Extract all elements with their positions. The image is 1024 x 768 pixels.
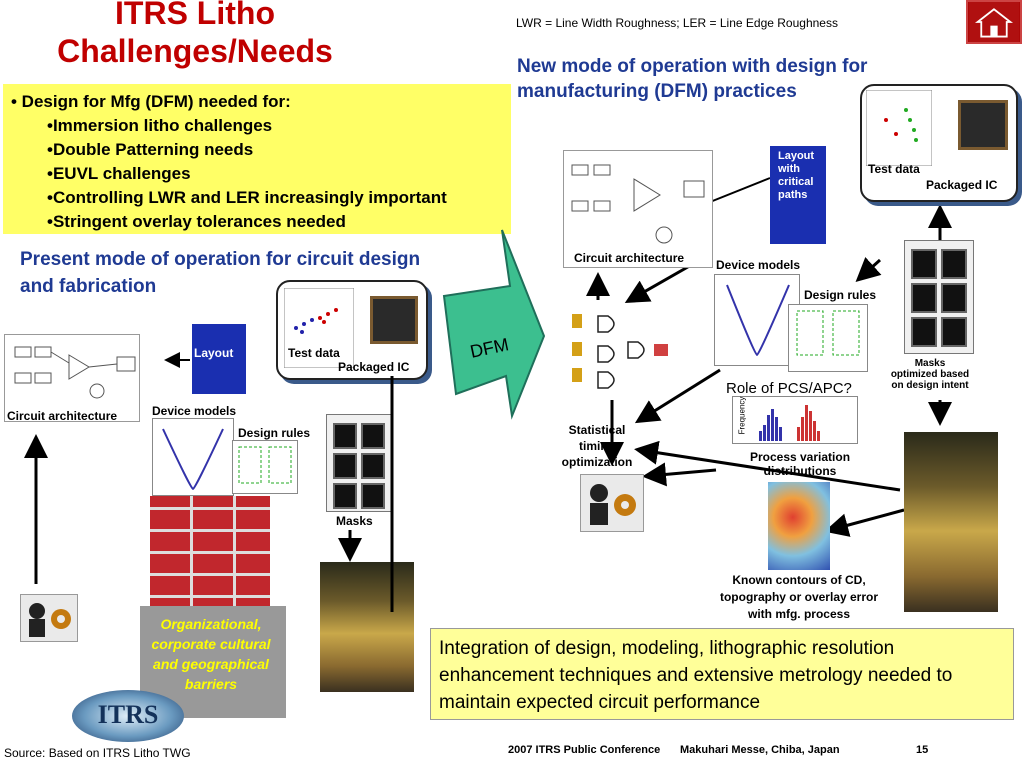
- role-pcs-label: Role of PCS/APC?: [726, 380, 852, 397]
- circuit-architecture-diagram-left: Circuit architecture: [4, 334, 140, 423]
- footer-venue: Makuhari Messe, Chiba, Japan: [680, 744, 840, 756]
- page-title: ITRS Litho Challenges/Needs: [30, 0, 360, 70]
- dfm-need-item: •EUVL challenges: [47, 164, 191, 183]
- iv-curve: [162, 428, 224, 491]
- test-data-panel-right: Test data Packaged IC: [860, 84, 1018, 202]
- process-variation-label: Process variation distributions: [749, 450, 851, 478]
- test-data-scatter-right: [866, 90, 932, 166]
- histogram-image: [759, 405, 820, 441]
- test-data-panel-left: Test data Packaged IC: [276, 280, 428, 380]
- fab-photo-right: [904, 432, 998, 612]
- circuit-architecture-diagram-right: Circuit architecture: [563, 150, 713, 268]
- new-mode-heading: New mode of operation with design for ma…: [517, 56, 868, 102]
- home-button[interactable]: [966, 0, 1022, 44]
- masks-image-right: [904, 240, 974, 354]
- brick-wall: [150, 496, 270, 620]
- test-data-scatter: [284, 288, 354, 368]
- definitions-text: LWR = Line Width Roughness; LER = Line E…: [516, 16, 838, 30]
- design-rules-diagram-left: [232, 440, 298, 494]
- gear-engineer-image-right: [590, 484, 636, 525]
- device-models-plot-left: [152, 418, 234, 496]
- layout-critical-paths-image: Layout with critical paths: [770, 146, 826, 244]
- dfm-need-item: •Controlling LWR and LER increasingly im…: [47, 188, 447, 207]
- device-models-label-left: Device models: [152, 404, 237, 418]
- home-icon: [968, 2, 1020, 42]
- circuit-architecture-label-right: Circuit architecture: [574, 251, 685, 265]
- rules-image: [238, 446, 292, 484]
- dfm-need-item: •Immersion litho challenges: [47, 116, 273, 135]
- schematic-image: [14, 346, 136, 399]
- logic-gates-diagram: [572, 314, 668, 389]
- design-rules-label-left: Design rules: [238, 426, 311, 440]
- design-rules-diagram-right: [788, 304, 868, 372]
- device-models-label-right: Device models: [716, 258, 801, 272]
- packaged-ic-image: [370, 296, 418, 344]
- iv-curve-right: [726, 284, 790, 357]
- contour-map-image: [768, 482, 830, 570]
- gear-icon-right: [580, 474, 644, 532]
- gear-engineer-image: [29, 603, 71, 637]
- dfm-needs-box: • Design for Mfg (DFM) needed for: •Imme…: [3, 84, 511, 234]
- packaged-ic-label-left: Packaged IC: [338, 360, 410, 374]
- statistical-timing-label: Statistical timing optimization: [561, 423, 633, 469]
- schematic-image-right: [571, 164, 705, 244]
- design-rules-label-right: Design rules: [804, 288, 877, 302]
- device-models-plot-right: [714, 274, 800, 366]
- layout-label-left: Layout: [194, 346, 234, 360]
- integration-note: Integration of design, modeling, lithogr…: [430, 628, 1014, 720]
- masks-optimized-label: Masks optimized based on design intent: [890, 358, 970, 391]
- barriers-text: Organizational, corporate cultural and g…: [151, 616, 271, 692]
- process-variation-chart: Frequency: [732, 396, 858, 444]
- itrs-logo-text: ITRS: [97, 700, 159, 729]
- test-data-label-right: Test data: [868, 162, 920, 176]
- gear-icon: [20, 594, 78, 642]
- dfm-need-item: •Stringent overlay tolerances needed: [47, 212, 346, 231]
- dfm-need-item: •Double Patterning needs: [47, 140, 254, 159]
- known-contours-label: Known contours of CD, topography or over…: [719, 573, 879, 621]
- rules-image-right: [796, 310, 860, 356]
- frequency-axis-label: Frequency: [737, 396, 747, 435]
- layout-image-left: Layout: [192, 324, 246, 394]
- itrs-logo: ITRS: [72, 690, 184, 742]
- footer-conference: 2007 ITRS Public Conference: [508, 744, 661, 756]
- dfm-needs-heading: • Design for Mfg (DFM) needed for:: [11, 92, 291, 111]
- packaged-ic-label-right: Packaged IC: [926, 178, 998, 192]
- masks-image-left: [326, 414, 392, 512]
- title-line-2: Challenges/Needs: [57, 33, 333, 69]
- test-data-label-left: Test data: [288, 346, 340, 360]
- circuit-architecture-label-left: Circuit architecture: [7, 409, 118, 423]
- fab-photo-left: [320, 562, 414, 692]
- layout-critical-label: Layout with critical paths: [778, 150, 815, 201]
- page-number: 15: [916, 744, 929, 756]
- source-note: Source: Based on ITRS Litho TWG: [4, 746, 191, 760]
- masks-label: Masks: [336, 514, 373, 528]
- dfm-arrow-icon: [442, 229, 546, 420]
- title-line-1: ITRS Litho: [115, 0, 275, 31]
- packaged-ic-image-right: [958, 100, 1008, 150]
- present-mode-heading: Present mode of operation for circuit de…: [20, 249, 421, 297]
